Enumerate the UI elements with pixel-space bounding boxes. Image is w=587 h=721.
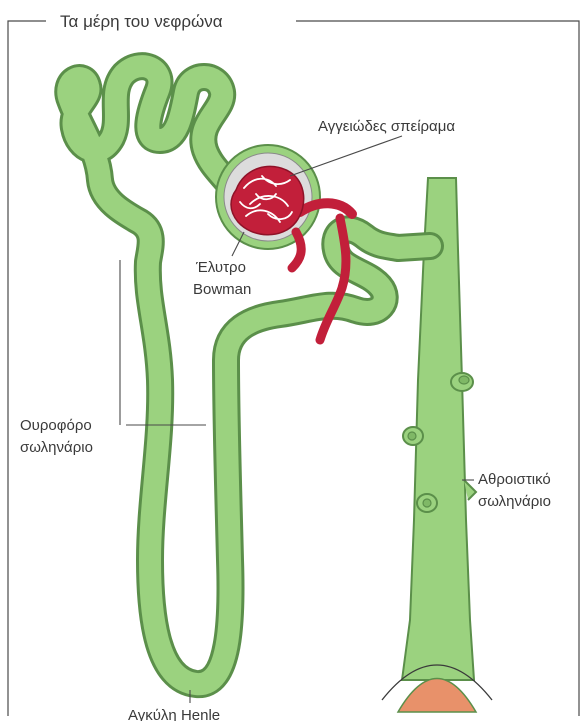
label-glomerulus: Αγγειώδες σπείραμα — [318, 118, 455, 135]
label-henle: Αγκύλη Henle — [128, 707, 220, 721]
duct-branch — [408, 432, 416, 440]
leader-glomerulus — [290, 136, 402, 176]
label-collecting-1: Αθροιστικό — [478, 471, 551, 488]
label-urinary-2: σωληνάριο — [20, 439, 93, 456]
label-bowman-1: Έλυτρο — [195, 259, 246, 276]
label-bowman-2: Bowman — [193, 281, 251, 298]
afferent-vessel — [300, 203, 352, 214]
figure-title: Τα μέρη του νεφρώνα — [60, 12, 223, 31]
duct-branch — [459, 376, 469, 384]
label-urinary-1: Ουροφόρο — [20, 417, 92, 434]
papilla — [398, 679, 476, 713]
label-collecting-2: σωληνάριο — [478, 493, 551, 510]
duct-branch — [423, 499, 431, 507]
